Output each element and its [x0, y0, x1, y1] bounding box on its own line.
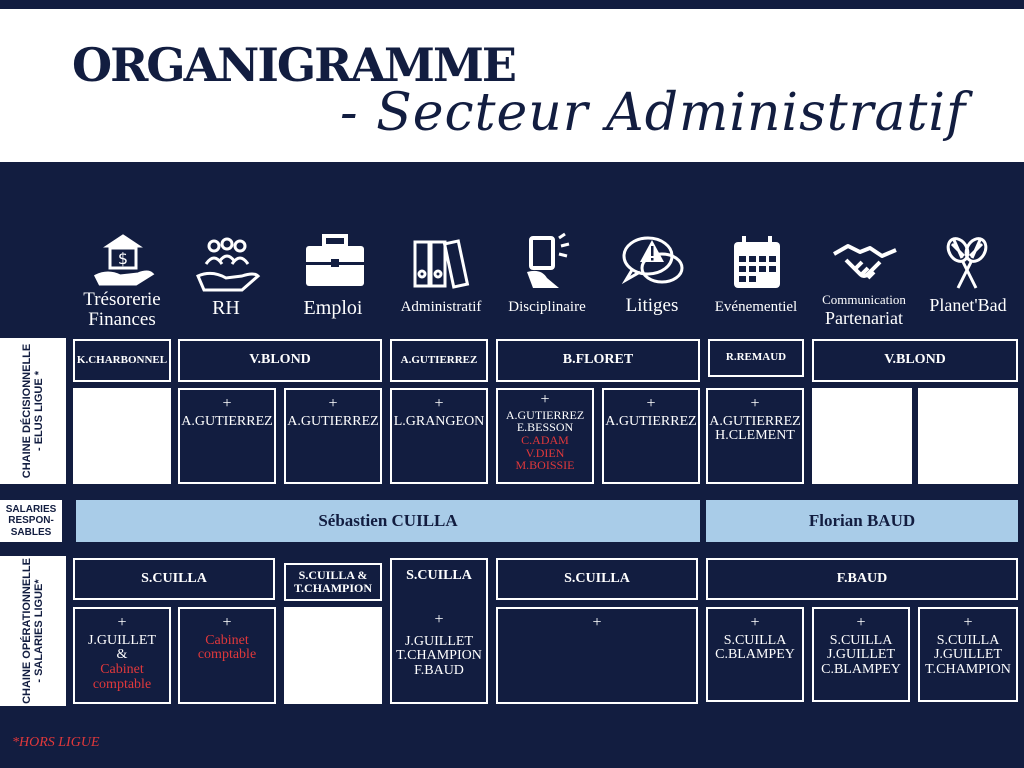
money-hand-icon: $: [88, 228, 158, 288]
badminton-icon: [932, 234, 1002, 294]
operation-cell-disciplinaire-litiges: +: [496, 607, 698, 704]
decision-cell-litiges: +A.GUTIERREZ: [602, 388, 700, 484]
category-administratif: Administratif: [400, 299, 482, 315]
briefcase-icon: [300, 232, 370, 292]
decision-cell-administratif: +L.GRANGEON: [390, 388, 488, 484]
people-hand-icon: [192, 236, 262, 296]
decision-cell-disciplinaire: + A.GUTIERREZ E.BESSON C.ADAM V.DIEN M.B…: [496, 388, 594, 484]
svg-text:$: $: [118, 249, 128, 268]
decision-cell-evenementiel: + A.GUTIERREZ H.CLEMENT: [706, 388, 804, 484]
salarie-baud: Florian BAUD: [706, 500, 1018, 542]
category-communication: Communication Partenariat: [822, 292, 906, 328]
row-label-operation: CHAINE OPÉRATIONNELLE- SALARIES LIGUE*: [0, 556, 66, 706]
operation-cell-tresorerie: + J.GUILLET & Cabinet comptable: [73, 607, 171, 704]
binders-icon: [407, 234, 477, 294]
decision-cell-communication: [812, 388, 912, 484]
decision-head-com-planetbad: V.BLOND: [812, 339, 1018, 382]
operation-cell-administratif: + J.GUILLET T.CHAMPION F.BAUD: [390, 598, 488, 704]
operation-cell-rh: + Cabinet comptable: [178, 607, 276, 704]
category-disciplinaire: Disciplinaire: [508, 299, 586, 315]
row-label-decision: CHAINE DÉCISIONNELLE- ELUS LIGUE *: [0, 338, 66, 484]
decision-cell-planetbad: [918, 388, 1018, 484]
header: ORGANIGRAMME - Secteur Administratif: [0, 9, 1024, 162]
category-planetbad: Planet'Bad: [929, 295, 1007, 315]
card-hand-icon: [513, 232, 583, 292]
row-label-salaries: SALARIES RESPON- SABLES: [0, 500, 62, 542]
decision-head-disciplinaire-litiges: B.FLORET: [496, 339, 700, 382]
operation-head-tresorerie-rh: S.CUILLA: [73, 558, 275, 600]
operation-cell-planetbad: + S.CUILLA J.GUILLET T.CHAMPION: [918, 607, 1018, 702]
footnote-hors-ligue: *HORS LIGUE: [12, 735, 100, 750]
decision-head-rh-emploi: V.BLOND: [178, 339, 382, 382]
category-rh: RH: [212, 297, 240, 319]
salarie-cuilla: Sébastien CUILLA: [76, 500, 700, 542]
top-bar: [0, 0, 1024, 9]
operation-head-emploi: S.CUILLA &T.CHAMPION: [284, 563, 382, 601]
decision-head-administratif: A.GUTIERREZ: [390, 339, 488, 382]
decision-cell-emploi: +A.GUTIERREZ: [284, 388, 382, 484]
category-evenementiel: Evénementiel: [714, 299, 798, 315]
decision-cell-tresorerie: [73, 388, 171, 484]
chat-warning-icon: [618, 232, 688, 292]
category-tresorerie: Trésorerie Finances: [83, 289, 161, 330]
page-title: ORGANIGRAMME: [72, 38, 517, 92]
category-litiges: Litiges: [625, 295, 679, 316]
category-emploi: Emploi: [303, 297, 363, 319]
operation-head-administratif: S.CUILLA: [390, 558, 488, 600]
operation-cell-emploi: [284, 607, 382, 704]
decision-head-evenementiel: R.REMAUD: [708, 339, 804, 377]
calendar-icon: [722, 234, 792, 294]
operation-head-event-com-pb: F.BAUD: [706, 558, 1018, 600]
decision-cell-rh: +A.GUTIERREZ: [178, 388, 276, 484]
handshake-icon: [830, 232, 900, 292]
decision-head-tresorerie: K.CHARBONNEL: [73, 339, 171, 382]
operation-head-disciplinaire-litiges: S.CUILLA: [496, 558, 698, 600]
operation-cell-communication: + S.CUILLA J.GUILLET C.BLAMPEY: [812, 607, 910, 702]
page-subtitle: - Secteur Administratif: [340, 83, 967, 143]
operation-cell-evenementiel: + S.CUILLA C.BLAMPEY: [706, 607, 804, 702]
